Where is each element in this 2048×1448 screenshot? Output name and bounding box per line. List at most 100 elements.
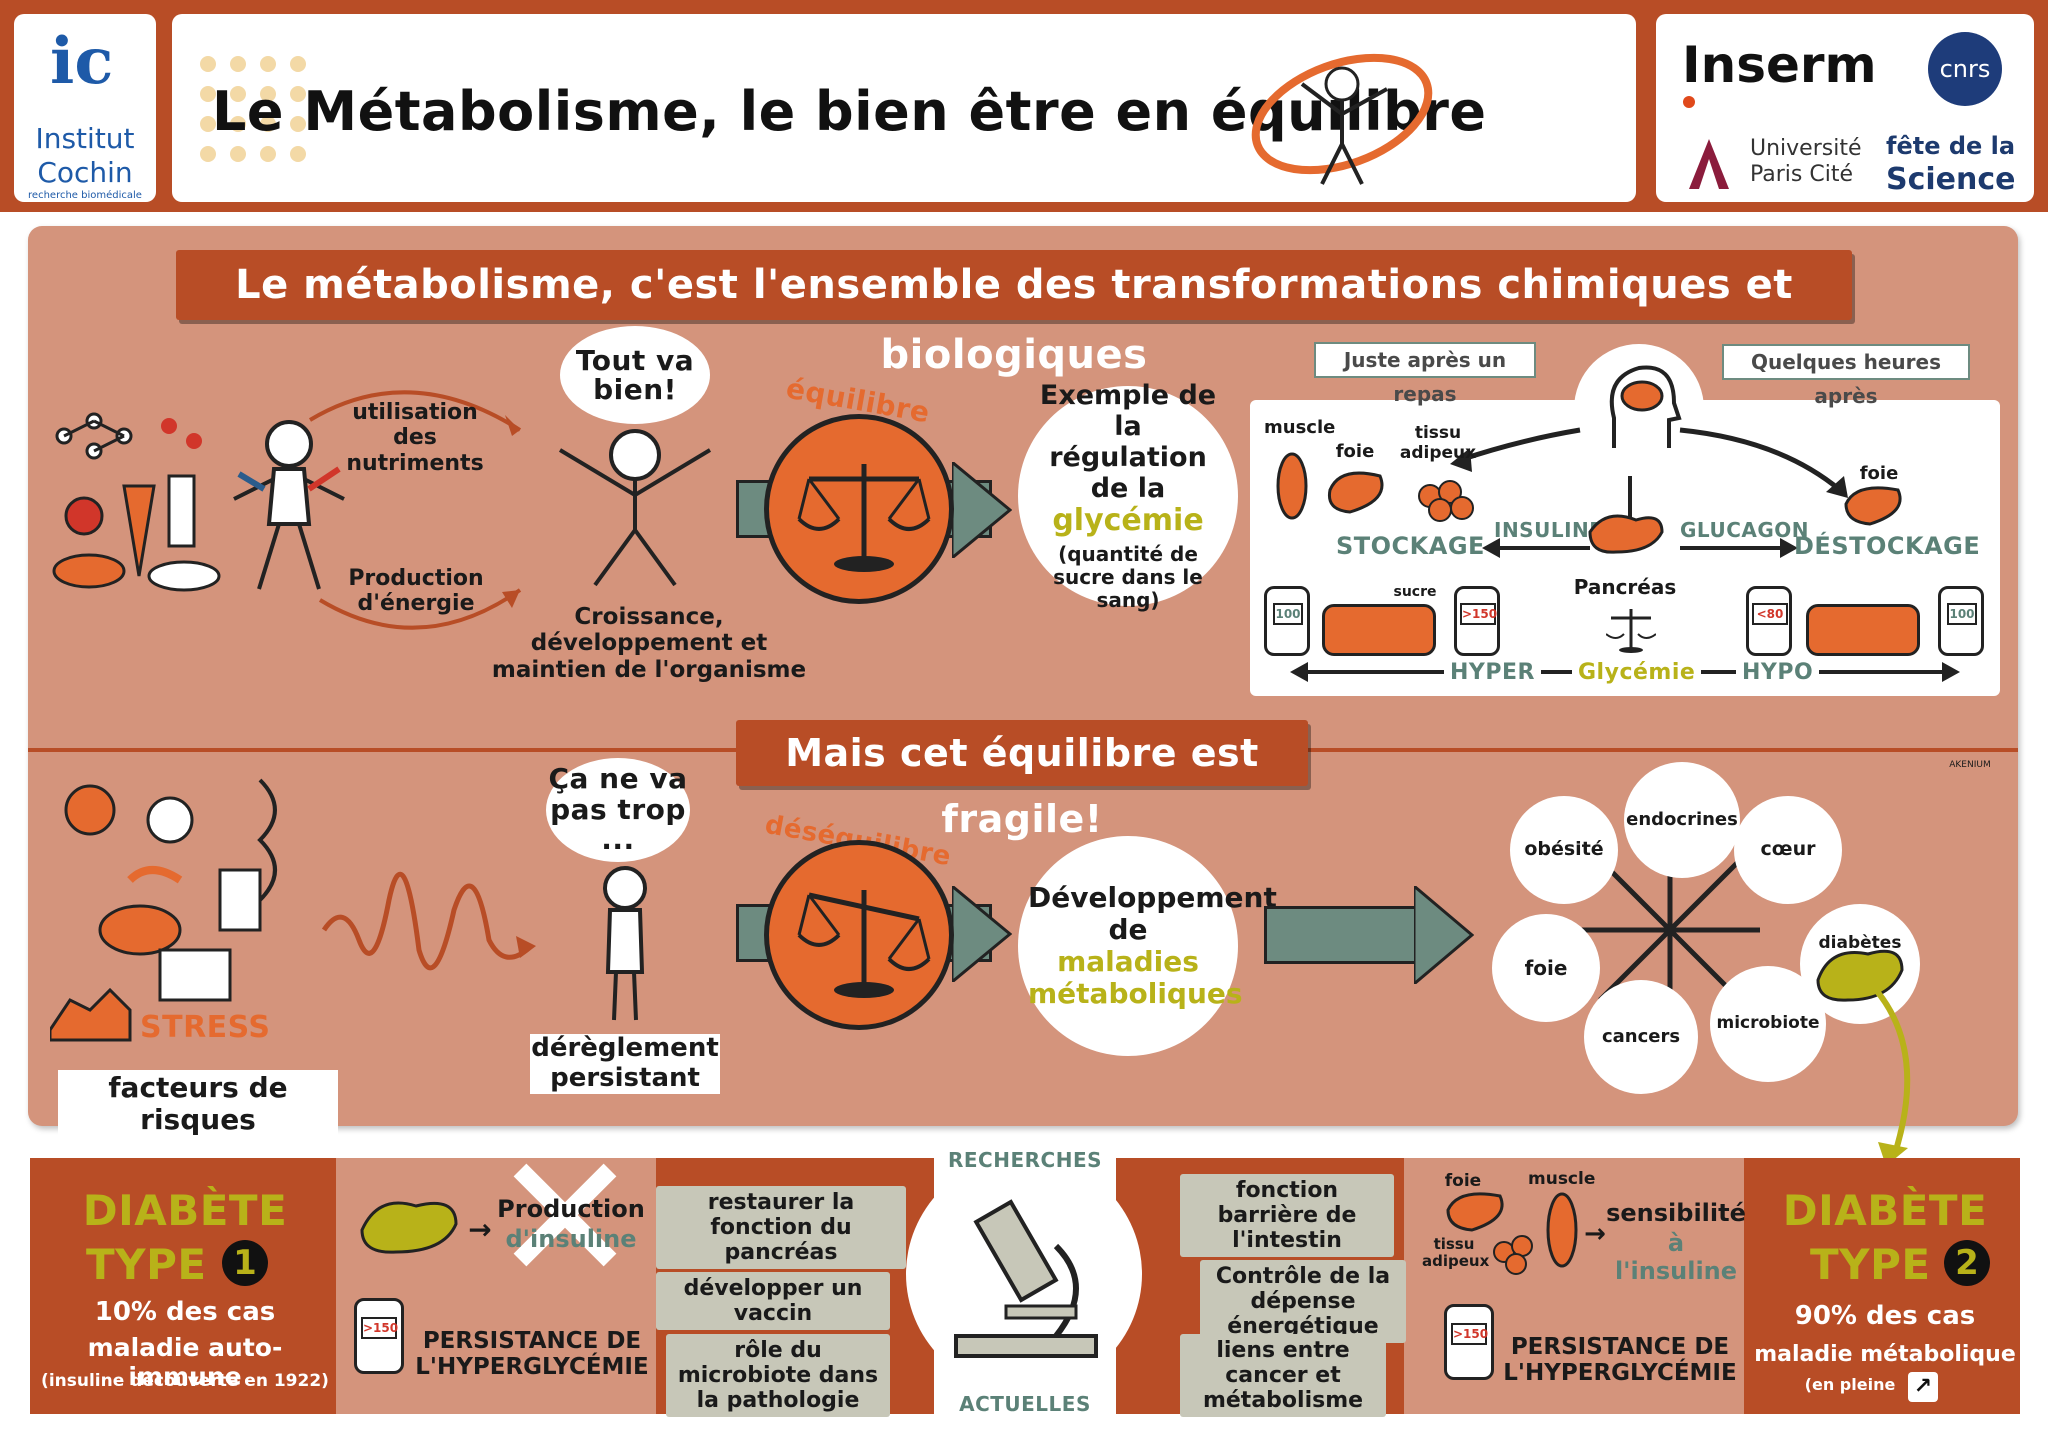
d2-number: 2	[1944, 1240, 1990, 1286]
vessel-1	[1322, 604, 1436, 656]
arrow2-head-icon	[952, 886, 1012, 982]
foie-circle: foie	[1492, 914, 1600, 1022]
partners-box: Inserm cnrs Université Paris Cité fête d…	[1656, 14, 2034, 202]
recherches-label: RECHERCHES	[947, 1148, 1103, 1172]
d2-organs-icon	[1446, 1192, 1578, 1275]
production-label: Production d'énergie	[348, 566, 484, 617]
research-3: rôle du microbiote dans la pathologie	[666, 1334, 890, 1417]
fete-line2: Science	[1886, 162, 2016, 197]
diabetes-pancreas-icon	[1816, 949, 1904, 1002]
cross-icon	[513, 1163, 617, 1267]
obesite-circle: obésité	[1510, 796, 1618, 904]
croissance-label: Croissance, développement et maintien de…	[491, 604, 807, 683]
glucometer-4-value: 100	[1947, 603, 1977, 625]
facteurs-label: facteurs de risques	[58, 1070, 338, 1139]
fete-line1[interactable]: fête de la	[1886, 132, 2016, 160]
institut-cochin-logo[interactable]: ic Institut Cochin recherche biomédicale	[14, 14, 156, 202]
insuline-label: INSULINE	[1494, 518, 1604, 542]
arrow-head-icon	[952, 462, 1012, 558]
glucometer-2-value: >150	[1460, 603, 1497, 625]
microbiote-circle: microbiote	[1710, 966, 1826, 1082]
arrow-right2-icon: →	[1584, 1219, 1606, 1249]
sucre-label: sucre	[1393, 584, 1437, 600]
glucometer-3-value: <80	[1752, 603, 1788, 625]
sad-speech-bubble: Ça ne va pas trop ...	[546, 758, 690, 862]
maladies-circle: Développement de maladies métaboliques	[1018, 836, 1277, 1056]
risk-factors-icon	[50, 778, 277, 1042]
akenium-signature: AKENIUM	[1949, 760, 1991, 770]
d1-pct: 10% des cas	[94, 1297, 276, 1327]
maladies-highlight: maladies métaboliques	[1028, 945, 1243, 1011]
quelques-heures-tag: Quelques heures après	[1722, 344, 1970, 408]
d1-persistance: PERSISTANCE DE L'HYPERGLYCÉMIE	[415, 1328, 649, 1381]
page-title: Le Métabolisme, le bien être en équilibr…	[212, 80, 1487, 143]
d1-note: (insuline découverte en 1922)	[41, 1371, 329, 1391]
food-molecules-icon	[52, 412, 221, 592]
stress-label: STRESS	[140, 1010, 271, 1045]
person-sad-icon	[603, 866, 647, 1021]
microscope-icon	[954, 1199, 1098, 1358]
obesite-label: obésité	[1524, 838, 1604, 861]
sensibilite2: à l'insuline	[1614, 1229, 1738, 1285]
dot-grid-icon	[200, 56, 306, 162]
endocrines-label: endocrines	[1626, 808, 1738, 830]
main-banner: Le métabolisme, c'est l'ensemble des tra…	[176, 250, 1852, 378]
d2-persistance: PERSISTANCE DE L'HYPERGLYCÉMIE	[1503, 1334, 1737, 1387]
institut-name2: Cochin	[37, 156, 133, 189]
foie2-label: foie	[1859, 463, 1899, 484]
glucometer-3: <80	[1746, 586, 1792, 656]
institut-name: Institut	[35, 122, 135, 155]
pancreas-icon	[1588, 514, 1664, 554]
vessel-2	[1806, 604, 1920, 656]
universite-logo-icon	[1689, 139, 1729, 189]
d1-title2: TYPE	[86, 1240, 207, 1289]
recherches-circle	[906, 1156, 1142, 1392]
d2-title2: TYPE	[1810, 1240, 1931, 1289]
inserm-logo[interactable]: Inserm	[1682, 36, 1877, 94]
foie-disease-label: foie	[1524, 955, 1568, 980]
imbalance-circle	[764, 840, 954, 1030]
person-walking-icon	[233, 420, 345, 590]
brain-head-icon	[1609, 365, 1682, 448]
fragile-banner: Mais cet équilibre est fragile!	[736, 720, 1308, 841]
rising-arrow-icon: ↗	[1908, 1372, 1938, 1402]
glycemie-axis-label: Glycémie	[1572, 660, 1702, 685]
d2-glucometer: >150	[1444, 1304, 1494, 1380]
glucometer-4: 100	[1938, 586, 1984, 656]
d2-glucometer-value: >150	[1451, 1323, 1488, 1345]
diabetes-label: diabètes	[1818, 933, 1902, 954]
tilted-scale-icon	[797, 890, 931, 998]
organs-storage-icon	[1276, 452, 1474, 522]
d1-desc: maladie auto-immune	[87, 1333, 283, 1391]
balance-person-icon	[1251, 53, 1433, 185]
glucometer-1: 100	[1264, 586, 1310, 656]
arrow3-head-icon	[1414, 886, 1474, 984]
cnrs-logo[interactable]: cnrs	[1928, 32, 2002, 106]
juste-text: Juste après un repas	[1343, 348, 1507, 406]
stockage-label: STOCKAGE	[1336, 532, 1485, 560]
coeur-label: cœur	[1760, 838, 1816, 861]
pancreas-yellow-icon	[360, 1201, 458, 1254]
actuelles-label: ACTUELLES	[959, 1392, 1091, 1416]
institut-mark: ic	[50, 24, 114, 99]
prod-insuline1: Production	[497, 1195, 645, 1223]
dereglement-label: dérèglement persistant	[530, 1033, 720, 1094]
endocrines-circle: endocrines	[1624, 762, 1740, 878]
d2-title1: DIABÈTE	[1782, 1186, 1988, 1235]
liver-icon	[1844, 486, 1902, 526]
d2-muscle-label: muscle	[1528, 1169, 1596, 1189]
glycemie-highlight: glycémie	[1052, 503, 1204, 539]
exemple-circle: Exemple de la régulation de la glycémie …	[1018, 380, 1238, 611]
research-6: liens entre cancer et métabolisme	[1180, 1334, 1386, 1417]
exemple-text: Exemple de la régulation de la	[1039, 380, 1217, 505]
d1-number: 1	[222, 1240, 268, 1286]
quelques-text: Quelques heures après	[1750, 350, 1942, 408]
d1-glucometer: >150	[354, 1298, 404, 1374]
univ-line1[interactable]: Université	[1750, 136, 1862, 161]
d1-glucometer-value: >150	[361, 1317, 398, 1339]
d2-note: (en pleine	[1804, 1375, 1896, 1394]
cancers-label: cancers	[1601, 1025, 1681, 1047]
microbiote-label: microbiote	[1716, 1013, 1820, 1034]
research-4: fonction barrière de l'intestin	[1180, 1174, 1394, 1257]
hypo-label: HYPO	[1736, 660, 1820, 685]
